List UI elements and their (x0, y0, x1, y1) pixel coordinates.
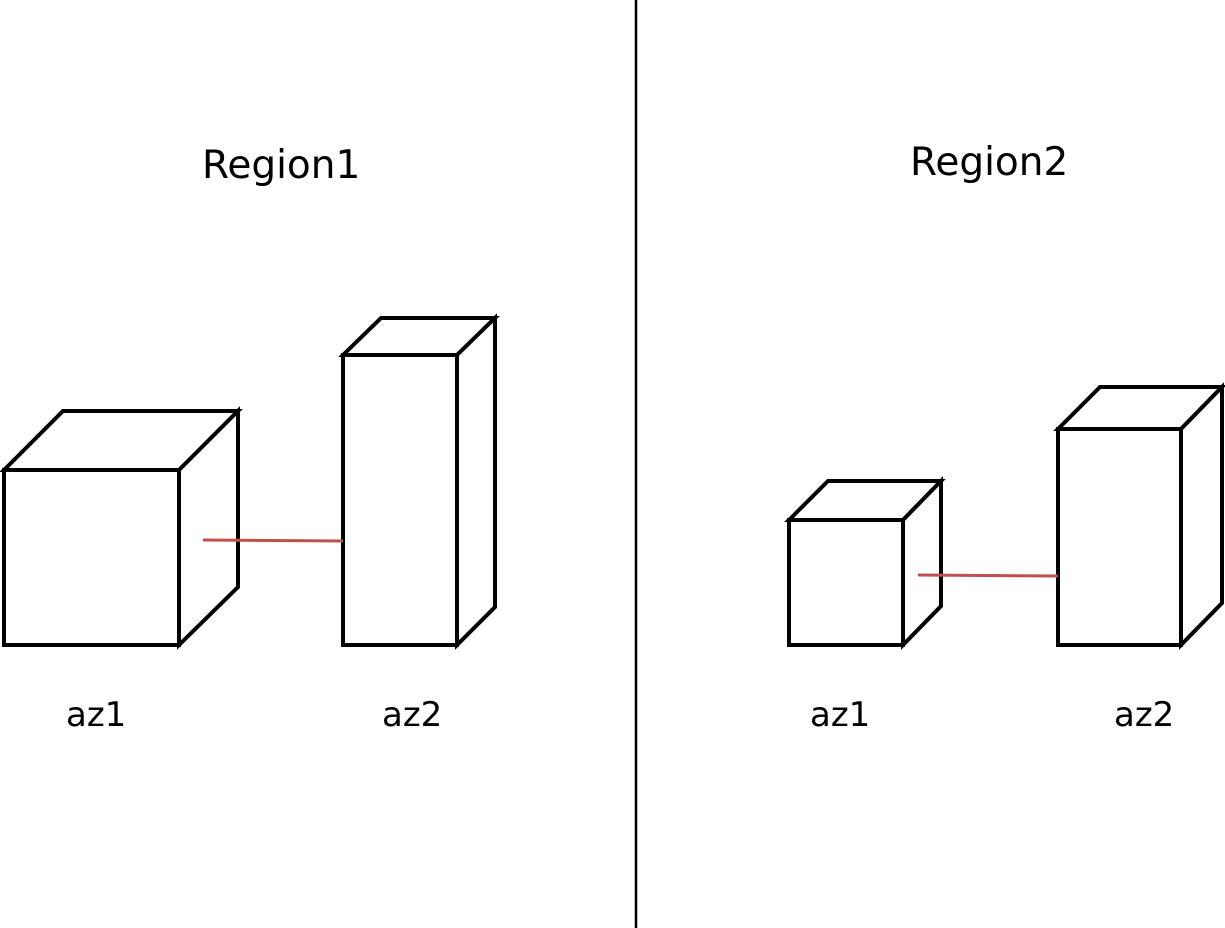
region1-az-link (202, 538, 344, 543)
region2-az2-label: az2 (1114, 695, 1175, 735)
region2-title: Region2 (910, 140, 1069, 185)
region2-az2-box (1053, 382, 1225, 650)
region1-title: Region1 (202, 143, 361, 188)
region2-az-link (917, 573, 1059, 578)
region1-az2-label: az2 (382, 695, 443, 735)
region2-az1-box (784, 476, 946, 650)
region2-az1-label: az1 (810, 695, 871, 735)
region1-az2-box (338, 313, 500, 650)
region1-az1-box (0, 406, 243, 650)
region1-az1-label: az1 (66, 695, 127, 735)
